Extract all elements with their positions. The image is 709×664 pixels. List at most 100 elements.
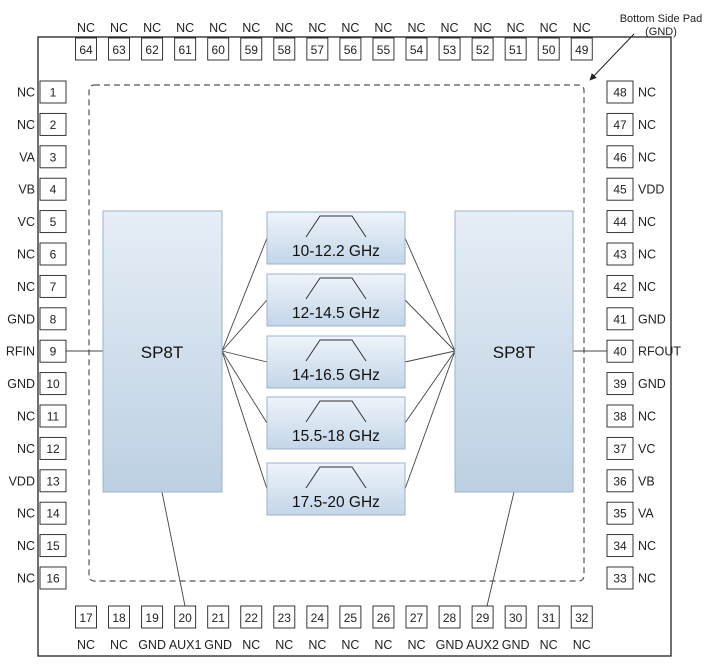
pin-number: 31 (542, 611, 556, 625)
pin-pad (207, 605, 230, 629)
wire-out-3 (404, 350, 456, 363)
filter-block-1: 10-12.2 GHz (266, 211, 406, 265)
pin-label: NC (341, 638, 359, 652)
pin-number: 39 (613, 377, 627, 391)
pin-number: 24 (311, 611, 325, 625)
pin-label: NC (110, 21, 128, 35)
pin-number: 12 (46, 442, 60, 456)
pin-pad (39, 566, 67, 590)
pin-pad (39, 404, 67, 428)
filter-block-5: 17.5-20 GHz (266, 462, 406, 516)
pin-pad (39, 436, 67, 460)
pin-number: 37 (613, 442, 627, 456)
pin-label: NC (474, 21, 492, 35)
pin-number: 60 (212, 43, 226, 57)
pin-label: VDD (638, 183, 664, 197)
pin-label: NC (176, 21, 194, 35)
wire-in-5 (221, 350, 268, 490)
pin-number: 26 (377, 611, 391, 625)
pin-pad (606, 501, 634, 525)
pin-label: NC (308, 638, 326, 652)
pin-pad (207, 37, 230, 61)
pin-number: 3 (50, 150, 57, 164)
pin-number: 30 (509, 611, 523, 625)
pin-label: GND (638, 377, 666, 391)
pin-pad (606, 80, 634, 104)
pin-pad (606, 242, 634, 266)
pin-label: NC (341, 21, 359, 35)
pin-label: NC (77, 638, 95, 652)
pin-label: NC (374, 21, 392, 35)
pin-left-6: 6NC (17, 242, 67, 266)
wire-out-1 (404, 237, 456, 352)
pin-pad (39, 177, 67, 201)
pin-number: 25 (344, 611, 358, 625)
pin-pad (504, 605, 527, 629)
pin-pad (471, 37, 494, 61)
pin-left-1: 1NC (17, 80, 67, 104)
pin-label: NC (77, 21, 95, 35)
pin-left-5: 5VC (18, 210, 67, 234)
pin-label: VA (19, 150, 35, 164)
pin-pad (339, 605, 362, 629)
wire-aux2 (486, 491, 515, 607)
pin-group: 64NC63NC62NC61NC60NC59NC58NC57NC56NC55NC… (6, 21, 682, 652)
pin-label: NC (17, 572, 35, 586)
pin-pad (174, 605, 197, 629)
pin-pad (537, 37, 560, 61)
pin-number: 57 (311, 43, 325, 57)
pin-label: NC (242, 21, 260, 35)
pin-number: 34 (613, 539, 627, 553)
pin-number: 58 (278, 43, 292, 57)
switch-in-label: SP8T (141, 343, 184, 362)
pin-label: VB (18, 183, 35, 197)
pin-number: 5 (50, 215, 57, 229)
pin-label: GND (138, 638, 166, 652)
pin-pad (306, 605, 329, 629)
pin-number: 47 (613, 118, 627, 132)
pin-top-59: 59 NC (240, 21, 263, 61)
pin-pad (606, 307, 634, 331)
pin-number: 8 (50, 312, 57, 326)
pin-pad (606, 404, 634, 428)
pin-number: 45 (613, 183, 627, 197)
pin-pad (606, 566, 634, 590)
filter-box (266, 335, 406, 389)
wire-in-2 (221, 299, 268, 352)
pin-label: AUX2 (466, 638, 499, 652)
pin-pad (39, 501, 67, 525)
pin-label: NC (17, 280, 35, 294)
pad-note-arrow (589, 33, 635, 81)
pad-note-line2: (GND) (645, 26, 677, 38)
pin-pad (39, 372, 67, 396)
pin-label: NC (17, 118, 35, 132)
pin-pad (372, 605, 395, 629)
pin-pad (606, 274, 634, 298)
pin-label: NC (638, 280, 656, 294)
pin-left-7: 7NC (17, 274, 67, 298)
pin-pad (108, 605, 131, 629)
pin-label: NC (17, 410, 35, 424)
pin-label: NC (638, 118, 656, 132)
pin-top-61: 61 NC (174, 21, 197, 61)
pin-number: 50 (542, 43, 556, 57)
pin-pad (240, 37, 263, 61)
pin-number: 61 (178, 43, 192, 57)
pin-pad (39, 242, 67, 266)
pin-label: NC (573, 638, 591, 652)
pin-label: GND (638, 312, 666, 326)
pin-label: NC (308, 21, 326, 35)
pin-number: 59 (245, 43, 259, 57)
pin-number: 13 (46, 474, 60, 488)
